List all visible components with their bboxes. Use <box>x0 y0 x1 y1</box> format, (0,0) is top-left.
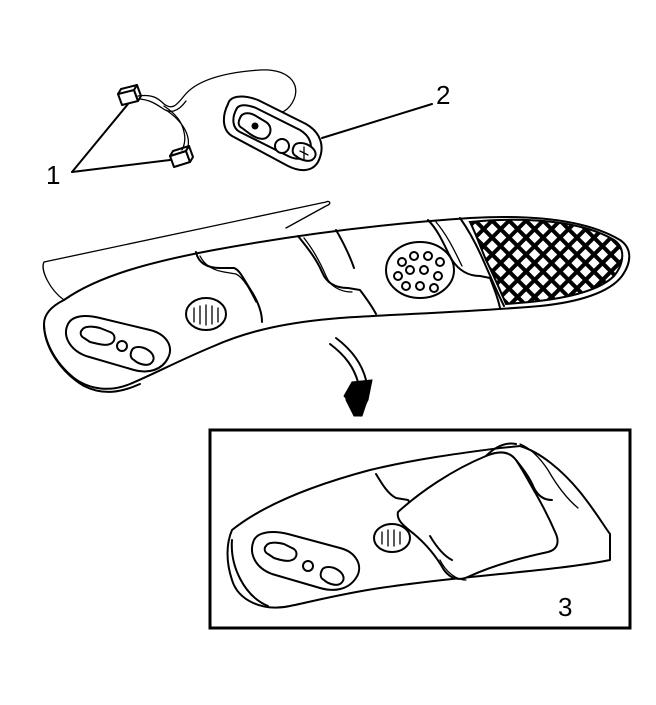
callout-1: 1 <box>46 160 60 190</box>
harness-connector-upper <box>117 84 142 106</box>
control-module <box>222 95 323 172</box>
inset-vent <box>373 523 411 553</box>
detail-inset <box>208 428 632 630</box>
console-lamp-switch-cluster <box>65 315 171 373</box>
callout-2: 2 <box>436 80 450 110</box>
console-center-knob <box>116 340 128 352</box>
console-speaker <box>385 241 455 299</box>
control-module-right-button <box>291 142 317 162</box>
leader-line-2 <box>321 103 433 139</box>
overhead-console <box>42 200 631 393</box>
rotation-arrow <box>329 337 373 417</box>
console-right-switch <box>129 346 155 366</box>
console-left-switch <box>79 325 116 346</box>
lifted-trim-panel <box>396 442 579 581</box>
leader-line-1a <box>71 103 129 173</box>
control-module-left-button <box>237 112 272 140</box>
harness-connector-lower <box>169 145 194 168</box>
leader-line-1b <box>71 159 171 173</box>
console-vent <box>185 297 227 331</box>
wire-harness <box>117 69 297 168</box>
callout-3: 3 <box>558 592 572 622</box>
inset-switch-cluster <box>251 531 361 591</box>
console-storage-lid <box>468 218 624 306</box>
control-module-center-knob <box>274 138 290 154</box>
